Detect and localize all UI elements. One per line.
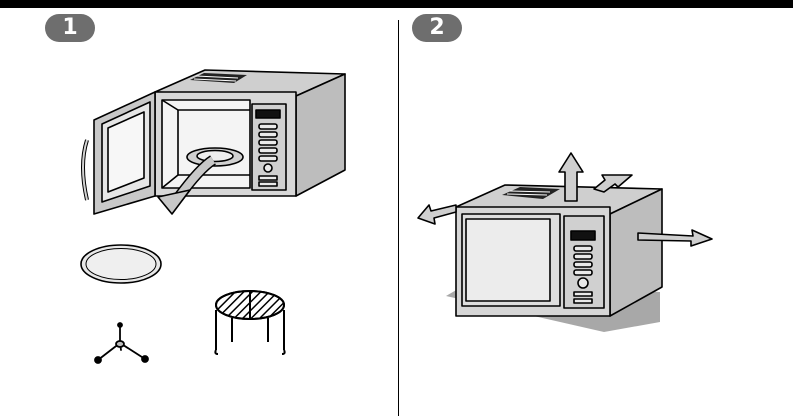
- microwave-closed-illustration: [446, 185, 662, 332]
- glass-turntable-icon: [81, 245, 161, 283]
- microwave-open-door-illustration: [83, 70, 345, 214]
- roller-support-icon: [95, 323, 148, 363]
- low-rack-icon: [215, 291, 284, 354]
